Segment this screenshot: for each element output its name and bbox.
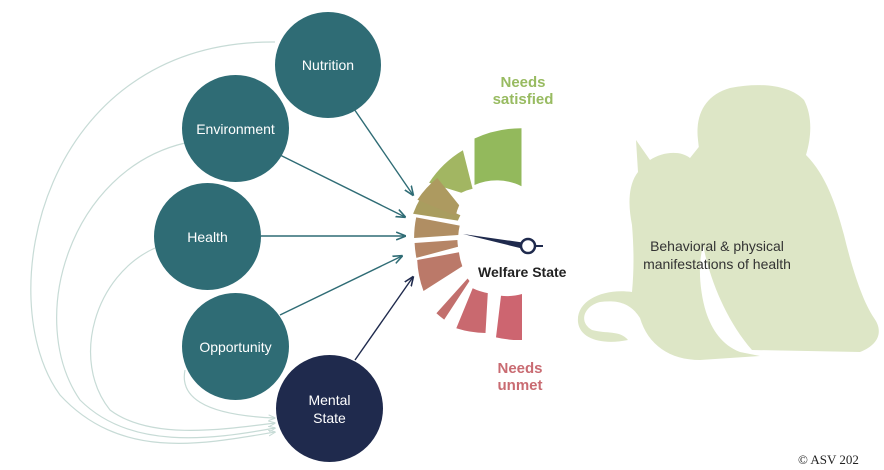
feedback-loops: [30, 41, 275, 444]
welfare-gauge: [413, 128, 522, 341]
node-health: Health: [154, 183, 261, 290]
cat-silhouette: [577, 138, 760, 360]
feedback-loop-environment: [56, 142, 275, 439]
gauge-segment-6: [414, 240, 458, 258]
gauge-segment-1: [474, 128, 522, 187]
input-arrows: [261, 105, 413, 361]
node-opportunity-label: Opportunity: [199, 338, 272, 355]
needs-satisfied-label: Needs satisfied: [492, 74, 554, 108]
welfare-state-label: Welfare State: [478, 264, 567, 280]
feedback-loop-opportunity: [183, 369, 275, 418]
node-nutrition: Nutrition: [275, 12, 381, 118]
gauge-segment-9: [456, 288, 488, 333]
feedback-loop-health: [89, 247, 275, 431]
outcome-text: Behavioral & physical manifestations of …: [643, 238, 791, 272]
feedback-loop-nutrition: [30, 41, 275, 444]
gauge-segment-8: [436, 278, 470, 320]
gauge-segment-5: [414, 217, 460, 238]
node-mental-state-label: Mental State: [308, 391, 351, 426]
copyright-notice: © ASV 202: [798, 452, 859, 467]
node-environment-label: Environment: [196, 120, 275, 137]
animal-silhouette: [577, 85, 879, 360]
node-nutrition-label: Nutrition: [301, 57, 355, 73]
gauge-segment-4: [417, 178, 460, 216]
dog-silhouette: [697, 85, 879, 352]
arrow-mental-state: [354, 277, 413, 361]
gauge-segment-3: [413, 197, 461, 221]
arrow-nutrition: [351, 105, 413, 195]
node-environment: Environment: [182, 75, 289, 182]
arrow-environment: [279, 154, 405, 217]
needs-unmet-label: Needs unmet: [497, 360, 543, 394]
arrow-opportunity: [279, 256, 402, 316]
gauge-segment-7: [417, 252, 463, 291]
node-mental-state: Mental State: [276, 355, 383, 462]
node-health-label: Health: [187, 228, 228, 245]
node-opportunity: Opportunity: [182, 293, 289, 400]
welfare-needle: [463, 234, 543, 255]
gauge-segment-10: [496, 294, 522, 341]
